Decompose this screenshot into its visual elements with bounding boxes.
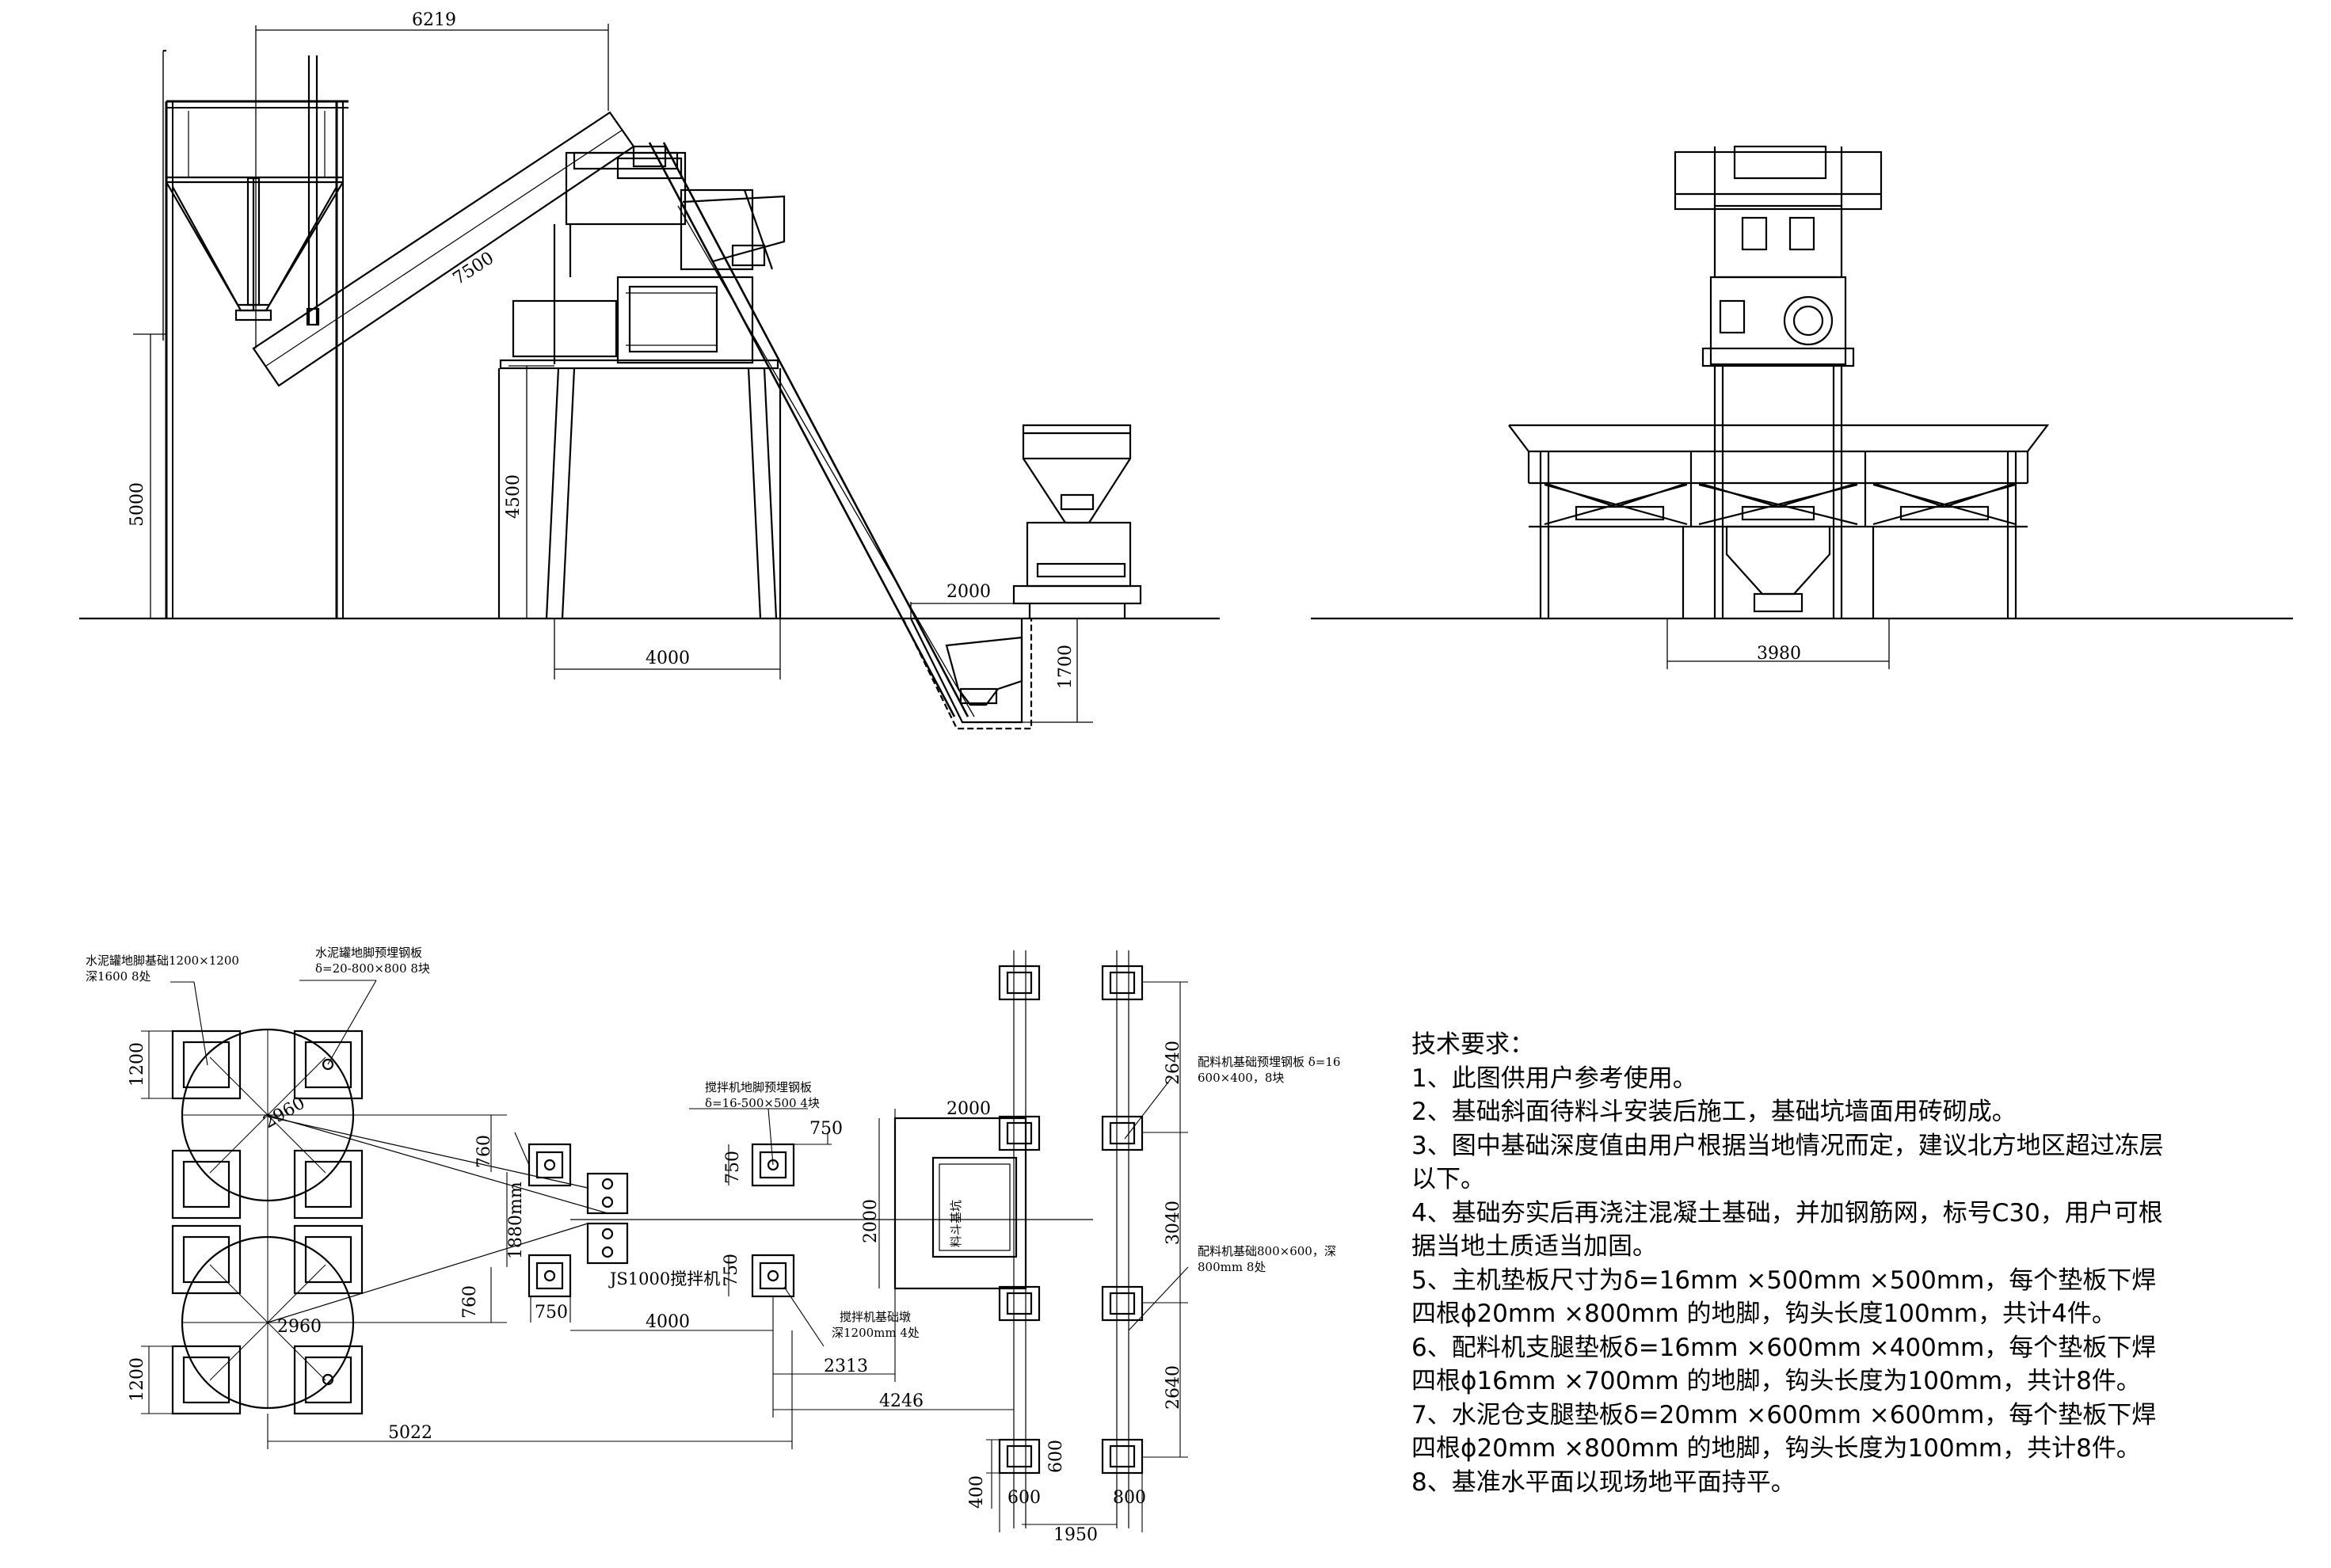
batching-machine [1012, 424, 1142, 618]
dim-5000: 5000 [128, 482, 147, 527]
note-5: 5、主机垫板尺寸为δ=16mm ×500mm ×500mm，每个垫板下焊 四根ϕ… [1411, 1265, 2157, 1329]
label-mixer-plate-2: δ=16-500×500 4块 [705, 1096, 820, 1110]
label-silo-foundation-2: 深1600 8处 [86, 969, 151, 984]
note-6: 6、配料机支腿垫板δ=16mm ×600mm ×400mm，每个垫板下焊 四根ϕ… [1411, 1333, 2157, 1396]
dim-1200b: 1200 [128, 1357, 147, 1402]
note-2: 2、基础斜面待料斗安装后施工，基础坑墙面用砖砌成。 [1411, 1098, 2017, 1126]
plan-view [141, 950, 1189, 1532]
label-hopper-pit: 料斗基坑 [949, 1200, 963, 1247]
dim-4500: 4500 [504, 474, 524, 519]
dim-750c: 750 [722, 1254, 741, 1287]
dim-1950: 1950 [1053, 1525, 1098, 1545]
label-mixer-name: JS1000搅拌机 [608, 1269, 720, 1288]
dim-3040: 3040 [1164, 1201, 1183, 1245]
dim-2000-side: 2000 [946, 582, 991, 602]
side-dimensions [133, 24, 1093, 723]
label-batcher-foundation-2: 800mm 8处 [1198, 1260, 1266, 1274]
dim-2640a: 2640 [1164, 1041, 1183, 1085]
dim-1200a: 1200 [128, 1042, 147, 1087]
dim-800: 800 [1113, 1488, 1146, 1508]
label-silo-foundation-1: 水泥罐地脚基础1200×1200 [86, 953, 239, 968]
dim-4000-plan: 4000 [646, 1312, 690, 1332]
dim-1880: 1880mm [506, 1182, 526, 1259]
dim-760b: 760 [460, 1285, 480, 1319]
silo-foundations [171, 1029, 364, 1415]
batcher-foundations [998, 965, 1144, 1475]
dim-750d: 750 [535, 1303, 568, 1323]
dim-2000v: 2000 [861, 1199, 881, 1243]
front-elevation [1311, 145, 2293, 669]
dim-750b: 750 [723, 1151, 743, 1184]
label-batcher-plate-2: 600×400，8块 [1198, 1071, 1284, 1085]
dim-2640b: 2640 [1164, 1365, 1183, 1410]
dim-3980: 3980 [1757, 644, 1801, 664]
label-mixer-foundation-2: 深1200mm 4处 [832, 1326, 920, 1340]
dim-2960b: 2960 [277, 1317, 322, 1337]
note-1: 1、此图供用户参考使用。 [1411, 1064, 1697, 1093]
label-batcher-foundation-1: 配料机基础800×600，深 [1198, 1244, 1336, 1258]
label-silo-plate-1: 水泥罐地脚预埋钢板 [315, 946, 422, 960]
skip-hoist [632, 142, 975, 717]
hopper-pit [902, 618, 1033, 730]
dim-760a: 760 [474, 1135, 494, 1168]
label-mixer-plate-1: 搅拌机地脚预埋钢板 [705, 1080, 812, 1094]
label-mixer-foundation-1: 搅拌机基础墩 [840, 1310, 911, 1324]
technical-requirements: 技术要求： 1、此图供用户参考使用。 2、基础斜面待料斗安装后施工，基础坑墙面用… [1411, 1028, 2299, 1499]
dim-5022: 5022 [388, 1423, 432, 1443]
notes-title: 技术要求： [1411, 1030, 1534, 1059]
dim-600b: 600 [1046, 1440, 1066, 1473]
dim-1700: 1700 [1056, 645, 1076, 689]
label-silo-plate-2: δ=20-800×800 8块 [315, 961, 430, 976]
mixer-unit [497, 151, 786, 619]
dim-400: 400 [967, 1475, 987, 1509]
mixer-foundations [528, 1143, 795, 1298]
dim-2313: 2313 [824, 1357, 868, 1376]
dim-4000-side: 4000 [646, 649, 690, 668]
note-7: 7、水泥仓支腿垫板δ=20mm ×600mm ×600mm，每个垫板下焊 四根ϕ… [1411, 1400, 2157, 1463]
dim-6219: 6219 [412, 10, 456, 30]
note-8: 8、基准水平面以现场地平面持平。 [1411, 1467, 1796, 1497]
note-4: 4、基础夯实后再浇注混凝土基础，并加钢筋网，标号C30，用户可根 据当地土质适当… [1411, 1198, 2163, 1262]
side-elevation [79, 24, 1220, 730]
dim-4246: 4246 [879, 1391, 924, 1411]
note-3: 3、图中基础深度值由用户根据当地情况而定，建议北方地区超过冻层 以下。 [1411, 1131, 2164, 1194]
dim-2000h: 2000 [946, 1099, 991, 1119]
dim-600a: 600 [1007, 1488, 1041, 1508]
label-batcher-plate-1: 配料机基础预埋钢板 δ=16 [1198, 1055, 1340, 1069]
dim-750a: 750 [809, 1119, 843, 1139]
cement-silo [162, 49, 349, 618]
